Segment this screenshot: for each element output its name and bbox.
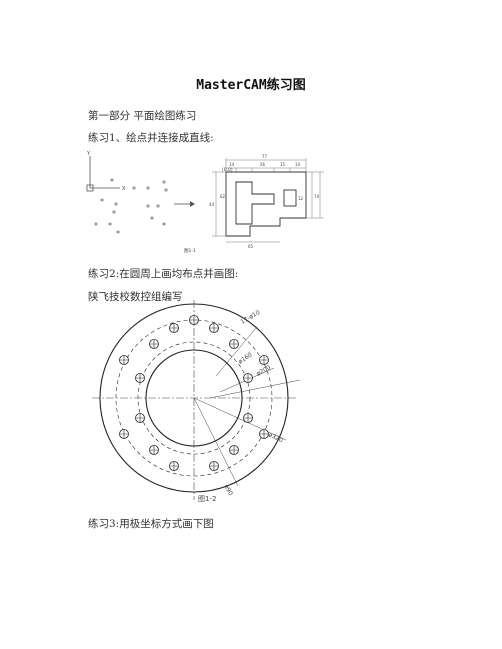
dim-label: 14: [229, 162, 235, 167]
dim-label: 14: [295, 162, 301, 167]
leader-lines: [193, 327, 301, 487]
part-outline: [225, 171, 307, 237]
exercise-3-label: 练习3:用极坐标方式画下图: [88, 518, 214, 530]
dimension-lines: [212, 158, 324, 243]
exercise-2-label: 练习2:在圆周上画均布点并画图:: [88, 268, 239, 280]
section-heading: 第一部分 平面绘图练习: [88, 110, 197, 122]
dim-label: 15: [280, 162, 286, 167]
axis-x-label: X: [122, 186, 126, 192]
figure-1-caption: 图1-1: [184, 248, 196, 254]
exercise-1-label: 练习1、绘点并连接成直线:: [88, 132, 214, 144]
dim-label: 65: [248, 244, 254, 249]
dim-label: 26: [260, 162, 266, 167]
figure-1: Y X (0,0) 77 14 26 15 14 44 62 12 74 65 …: [86, 151, 324, 254]
dim-label: ø160: [237, 351, 254, 366]
dim-label: 44: [209, 202, 215, 207]
arrow-right-icon: [174, 201, 195, 207]
dim-label: 62: [220, 194, 226, 199]
dim-label: ø90: [222, 484, 234, 497]
axes-icon: [86, 156, 120, 192]
figure-2: 17-ø10 ø160 ø200 ø320 ø90 图1-2: [92, 300, 301, 503]
point-cloud: [94, 178, 168, 234]
centerlines: [92, 300, 296, 500]
document-title: MasterCAM练习图: [196, 78, 306, 93]
origin-label: (0,0): [222, 167, 233, 173]
author-note: 陕飞技校数控组编写: [88, 291, 183, 303]
hole-crosses: [120, 316, 268, 470]
dim-label: 12: [298, 196, 304, 201]
dim-label: ø200: [256, 364, 273, 378]
axis-y-label: Y: [86, 151, 91, 157]
dim-label: 74: [314, 194, 320, 199]
figure-2-caption: 图1-2: [198, 495, 216, 503]
dim-label: 77: [262, 154, 268, 159]
